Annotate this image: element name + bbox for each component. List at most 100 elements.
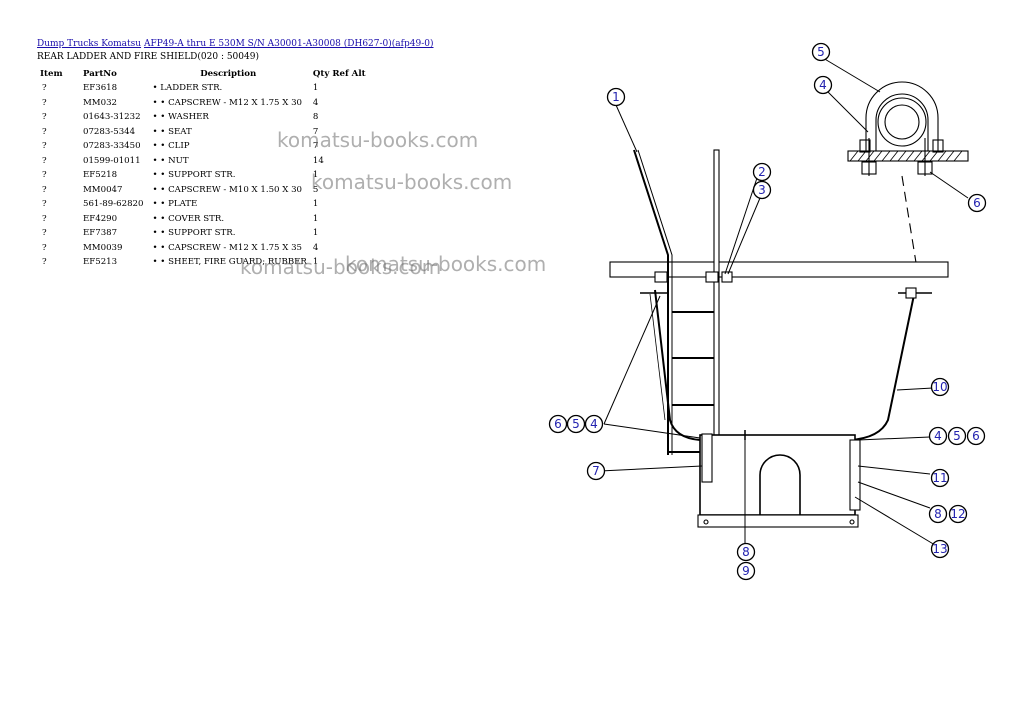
- leader-lines: [599, 57, 969, 546]
- cell-item: ?: [42, 141, 47, 152]
- parts-table: Item PartNo Description Qty Ref Alt ? EF3…: [37, 66, 369, 270]
- callout-circle: [586, 461, 606, 481]
- callout-circle: [930, 539, 950, 559]
- callout-label: 5: [572, 417, 580, 431]
- callout-label: 4: [590, 417, 598, 431]
- callout-label: 1: [612, 90, 620, 104]
- callout-circle: [752, 162, 772, 182]
- callout-label: 8: [742, 545, 750, 559]
- breadcrumb-link-model[interactable]: AFP49-A thru E 530M S/N A30001-A30008 (D…: [143, 39, 434, 49]
- cell-description: • • SUPPORT STR.: [152, 170, 236, 181]
- cell-item: ?: [42, 155, 47, 166]
- cell-description: • • WASHER: [152, 112, 209, 123]
- cell-qty: 4: [312, 97, 319, 108]
- callout-label: 5: [953, 429, 961, 443]
- callout-circle: [584, 414, 604, 434]
- cell-qty: 1: [312, 213, 319, 224]
- cell-qty: 1: [312, 228, 319, 239]
- breadcrumb-link-dump-trucks[interactable]: Dump Trucks Komatsu: [37, 39, 142, 49]
- table-row[interactable]: ? 01599-01011 • • NUT 14: [37, 154, 369, 169]
- callout-label: 13: [932, 542, 947, 556]
- cell-item: ?: [42, 170, 47, 181]
- cell-partno: MM032: [83, 97, 118, 108]
- table-row[interactable]: ? EF3618 • LADDER STR. 1: [37, 81, 369, 96]
- cell-item: ?: [42, 184, 47, 195]
- callout-circle: [548, 414, 568, 434]
- frame-rail: [609, 261, 949, 278]
- callout-label: 6: [554, 417, 562, 431]
- cell-item: ?: [42, 97, 47, 108]
- cell-item: ?: [42, 257, 47, 268]
- cell-partno: EF3618: [83, 83, 118, 94]
- cell-qty: 7: [312, 141, 319, 152]
- cell-description: • • SUPPORT STR.: [152, 228, 236, 239]
- cell-item: ?: [42, 126, 47, 137]
- cell-description: • • SHEET, FIRE GUARD; RUBBER: [152, 257, 307, 268]
- table-row[interactable]: ? EF7387 • • SUPPORT STR. 1: [37, 226, 369, 241]
- cell-item: ?: [42, 199, 47, 210]
- cell-description: • • NUT: [152, 155, 189, 166]
- cell-partno: 07283-5344: [83, 126, 136, 137]
- cell-partno: 561-89-62820: [83, 199, 144, 210]
- callout-label: 11: [932, 471, 947, 485]
- cell-description: • • SEAT: [152, 126, 192, 137]
- callout-circle: [967, 193, 987, 213]
- callout-circle: [736, 542, 756, 562]
- callout-circle: [736, 561, 756, 581]
- callout-label: 10: [932, 380, 947, 394]
- callout-label: 5: [817, 45, 825, 59]
- cell-partno: EF5218: [83, 170, 118, 181]
- callout-circle: [606, 87, 626, 107]
- cell-item: ?: [42, 213, 47, 224]
- callout-circle: [813, 75, 833, 95]
- callout-circle: [928, 426, 948, 446]
- cell-partno: 01599-01011: [83, 155, 141, 166]
- cell-partno: 07283-33450: [83, 141, 141, 152]
- callout-label: 7: [592, 464, 600, 478]
- cell-qty: 8: [312, 112, 319, 123]
- callout-label: 2: [758, 165, 766, 179]
- cell-qty: 14: [312, 155, 324, 166]
- cell-item: ?: [42, 83, 47, 94]
- cell-description: • • CAPSCREW - M12 X 1.75 X 30: [152, 97, 303, 108]
- cell-description: • • CLIP: [152, 141, 190, 152]
- cell-description: • • CAPSCREW - M12 X 1.75 X 35: [152, 242, 303, 253]
- cell-qty: 1: [312, 199, 319, 210]
- callout-label: 8: [934, 507, 942, 521]
- cell-description: • LADDER STR.: [152, 83, 223, 94]
- cell-qty: 1: [312, 257, 319, 268]
- table-header-row: Item PartNo Description Qty Ref Alt: [37, 66, 369, 81]
- cell-partno: EF4290: [83, 213, 118, 224]
- cell-item: ?: [42, 228, 47, 239]
- table-row[interactable]: ? MM032 • • CAPSCREW - M12 X 1.75 X 30 4: [37, 96, 369, 111]
- callout-label: 12: [950, 507, 965, 521]
- cell-item: ?: [42, 242, 47, 253]
- cell-partno: 01643-31232: [83, 112, 141, 123]
- callout-label: 6: [973, 196, 981, 210]
- callout-circle: [566, 414, 586, 434]
- table-row[interactable]: ? 07283-33450 • • CLIP 7: [37, 139, 369, 154]
- callout-circle: [947, 426, 967, 446]
- cell-qty: 1: [312, 170, 319, 181]
- cell-qty: 5: [312, 184, 319, 195]
- cell-partno: EF7387: [83, 228, 118, 239]
- cell-qty: 7: [312, 126, 319, 137]
- header-description: Description: [200, 68, 257, 79]
- table-row[interactable]: ? 07283-5344 • • SEAT 7: [37, 125, 369, 140]
- callout-circle: [752, 180, 772, 200]
- support-structure: [697, 430, 861, 528]
- table-row[interactable]: ?EF4290• • COVER STR.1: [37, 212, 369, 227]
- callout-label: 4: [819, 78, 827, 92]
- table-row[interactable]: ? EF5218 • • SUPPORT STR. 1: [37, 168, 369, 183]
- clamp-detail: [847, 81, 969, 276]
- ladder: [633, 149, 720, 461]
- callout-circle: [930, 377, 950, 397]
- cell-qty: 1: [312, 83, 319, 94]
